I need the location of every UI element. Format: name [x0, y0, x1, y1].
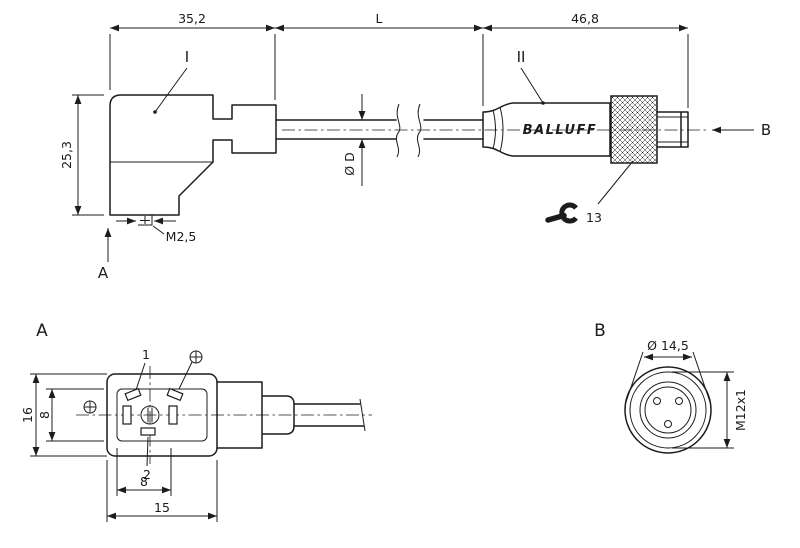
- label-ii-leader: [520, 67, 544, 104]
- pin2-leader: [146, 436, 149, 467]
- label-ii-leader-dot: [541, 101, 545, 105]
- m12-pin-1: [653, 397, 661, 405]
- m12-boot-ribs: [492, 106, 504, 153]
- view-a-cable-break: [359, 398, 366, 432]
- m12-insert-circle-outer: [639, 381, 697, 439]
- wrench-jaw: [559, 202, 578, 224]
- pin2-label: 2: [143, 467, 151, 482]
- view-a-housing-profile: [216, 381, 295, 449]
- dim-label-right-width: 46,8: [571, 11, 599, 26]
- pin1-leader: [135, 362, 146, 391]
- top-dimensions: 35,2 L 46,8 25,3: [59, 11, 689, 216]
- contact-pin-left: [122, 405, 132, 425]
- view-b-arrow-label: B: [761, 121, 771, 139]
- dim-label-pin-offset: 8: [140, 474, 148, 489]
- contact-pin-1: [124, 387, 142, 402]
- dim-label-left-width: 35,2: [178, 11, 206, 26]
- dimension-extension-lines: [72, 34, 689, 216]
- view-a-outer-face: [106, 373, 218, 457]
- m12-thread-circle: [629, 371, 707, 449]
- m12-pin-2: [675, 397, 683, 405]
- m12-insert-circle-inner: [644, 386, 692, 434]
- view-b-extension-lines: [625, 351, 734, 449]
- dim-label-knurl-diameter: Ø 14,5: [647, 338, 689, 353]
- m12-knurl-circle: [624, 366, 712, 454]
- wrench-leader: [597, 160, 634, 205]
- view-a-extension-lines: [30, 373, 218, 522]
- detail-view-a: A 1 2 16 8 8: [20, 321, 372, 522]
- m12-thread-lines: [657, 116, 688, 143]
- connector-ii-label: II: [517, 48, 526, 66]
- contact-pin-ground: [166, 387, 184, 402]
- label-i-leader: [154, 67, 188, 113]
- ground-pin-leader: [178, 361, 193, 390]
- screw-label-leader: [152, 225, 165, 235]
- m12-knurled-nut: [610, 95, 658, 164]
- ground-icon-left: [83, 400, 97, 414]
- right-m12-connector: BALLUFF II 13 B: [482, 48, 771, 225]
- view-a-arrow-label: A: [98, 264, 109, 282]
- m12-pin-3: [664, 420, 672, 428]
- view-a-title: A: [36, 321, 48, 341]
- label-i-leader-dot: [153, 110, 157, 114]
- dim-label-cable-length: L: [376, 11, 383, 26]
- valve-connector-outline: [109, 94, 277, 216]
- ground-icon-top: [178, 350, 203, 390]
- view-a-centerlines: [76, 366, 372, 464]
- pin1-label: 1: [142, 347, 150, 362]
- screw-thread-label: M2,5: [166, 229, 197, 244]
- cable-break-line-left: [395, 103, 401, 158]
- dim-label-outer-width: 15: [154, 500, 170, 515]
- left-valve-connector: M2,5 A I: [98, 48, 277, 282]
- dim-label-outer-height: 16: [20, 407, 35, 423]
- cable-break-line-right: [416, 103, 422, 158]
- dim-label-thread: M12x1: [733, 389, 748, 431]
- view-a-inner-face: [116, 388, 208, 442]
- cable-lines: [275, 119, 484, 140]
- center-screw-slot: [147, 407, 153, 423]
- ground-icon-cross: [84, 401, 96, 413]
- dim-label-left-height: 25,3: [59, 141, 74, 169]
- brand-logo-text: BALLUFF: [523, 123, 598, 138]
- connector-i-label: I: [185, 48, 189, 66]
- view-b-title: B: [594, 321, 606, 341]
- cable-diameter-label: Ø D: [342, 152, 357, 175]
- center-screw: [140, 405, 160, 425]
- view-a-cable: [293, 403, 365, 427]
- wrench-icon: [545, 202, 578, 224]
- contact-pin-2: [140, 427, 156, 436]
- m12-thread-tip: [656, 111, 689, 148]
- wrench-size-label: 13: [586, 210, 602, 225]
- ground-icon-cross: [190, 351, 202, 363]
- dim-label-inner-height: 8: [37, 411, 52, 419]
- contact-pin-right: [168, 405, 178, 425]
- m12-boot-outline: [482, 102, 611, 157]
- bottom-screw: [138, 214, 153, 226]
- detail-view-b: B Ø 14,5 M12x1: [594, 321, 748, 454]
